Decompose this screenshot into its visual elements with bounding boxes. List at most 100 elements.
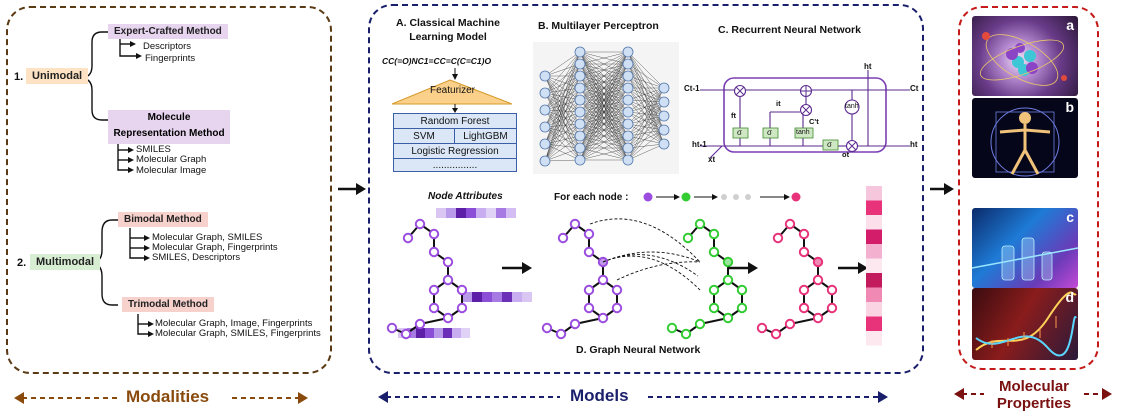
mlp-edge <box>544 87 581 145</box>
legend-arrowhead <box>784 194 790 200</box>
node-attributes-label: Node Attributes <box>428 191 503 202</box>
molecule-atom <box>722 312 734 324</box>
mlp-edge <box>544 75 581 94</box>
molecule-atom <box>583 228 595 240</box>
mlp-edge <box>627 87 665 117</box>
property-letter-b: b <box>1065 99 1074 115</box>
mlp-edge <box>544 63 581 77</box>
legend-node <box>643 192 653 202</box>
mlp-node <box>574 142 586 154</box>
mlp-edge <box>544 87 581 111</box>
mlp-node <box>574 130 586 142</box>
mlp-node <box>622 70 634 82</box>
mlp-edge <box>627 75 665 145</box>
molecule-atom <box>736 284 748 296</box>
molecule-atom <box>400 328 412 340</box>
dna-graphic <box>975 291 1077 357</box>
legend-node <box>681 192 691 202</box>
molrep-label-line2: Representation Method <box>113 128 225 139</box>
mlp-node <box>539 87 551 99</box>
mlp-edge <box>627 99 665 145</box>
attribute-cell <box>425 328 434 338</box>
molecule-atom <box>597 274 609 286</box>
molecule-atom <box>708 284 720 296</box>
mlp-node <box>574 118 586 130</box>
legend-arrowhead <box>712 194 718 200</box>
molecule-atom <box>812 312 824 324</box>
mlp-edge <box>579 51 629 77</box>
mlp-edge <box>627 101 665 149</box>
body-graphic <box>990 107 1060 177</box>
ml-more: ................ <box>393 158 517 172</box>
mlp-title: B. Multilayer Perceptron <box>538 20 659 32</box>
mlp-edge <box>627 99 665 103</box>
molecule-atom <box>798 302 810 314</box>
molrep-item-graph: Molecular Graph <box>136 154 207 165</box>
attribute-cell <box>512 292 522 302</box>
property-letter-d: d <box>1065 289 1074 305</box>
molecule-atom <box>442 256 454 268</box>
modalities-panel <box>6 6 332 374</box>
attribute-cell <box>407 328 416 338</box>
mlp-node <box>574 46 586 58</box>
mlp-edge <box>544 63 581 162</box>
molecule-atom <box>722 274 734 286</box>
mlp-node <box>622 58 634 70</box>
mlp-edge <box>627 63 665 117</box>
mlp-edge <box>627 115 665 137</box>
molecule-atom <box>555 328 567 340</box>
property-image-body: b <box>972 98 1078 178</box>
classical-ml-title: A. Classical Machine Learning Model <box>378 16 518 44</box>
molecule-atom <box>541 322 553 334</box>
mlp-edge <box>544 111 581 128</box>
mlp-edge <box>627 87 665 125</box>
mlp-edge <box>579 51 629 161</box>
mlp-edge <box>544 75 581 101</box>
mlp-edge <box>627 75 665 89</box>
message-edge <box>616 261 701 281</box>
molecule-atom <box>826 284 838 296</box>
legend-node <box>745 194 751 200</box>
molecule-atom <box>784 218 796 230</box>
rnn-f-t: ft <box>731 111 736 120</box>
molecule-atom <box>414 218 426 230</box>
molecule-atom <box>666 322 678 334</box>
attribute-cell <box>502 292 512 302</box>
rnn-sigma-1: σ <box>737 128 742 137</box>
output-vector-cell <box>866 215 882 230</box>
bimodal-item-1: Molecular Graph, SMILES <box>152 232 263 243</box>
trimodal-item-2: Molecular Graph, SMILES, Fingerprints <box>155 328 321 339</box>
lab-graphic <box>972 237 1078 281</box>
mlp-node <box>574 154 586 166</box>
mlp-edge <box>579 87 629 161</box>
multimodal-label: Multimodal <box>30 254 101 270</box>
mlp-edge <box>627 75 665 117</box>
mlp-edge <box>544 92 581 125</box>
message-edge <box>589 218 701 263</box>
property-image-lab: c <box>972 208 1078 288</box>
mlp-edge <box>627 87 665 131</box>
molecule-atom <box>798 246 810 258</box>
mlp-edge <box>627 143 665 149</box>
molecule-atom <box>611 284 623 296</box>
output-vector-cell <box>866 331 882 346</box>
mlp-node <box>574 94 586 106</box>
mlp-edge <box>579 51 629 113</box>
mlp-node <box>539 155 551 167</box>
rnn-c-tilde: C't <box>809 117 819 126</box>
mlp-edge <box>544 51 581 94</box>
mlp-node <box>622 94 634 106</box>
mlp-edge <box>627 51 665 145</box>
mlp-edge <box>627 63 665 131</box>
mlp-edge <box>544 123 581 128</box>
mlp-node <box>574 70 586 82</box>
output-vector-cell <box>866 200 882 215</box>
legend-node <box>733 194 739 200</box>
molecule-atom <box>569 218 581 230</box>
mlp-edge <box>579 75 629 161</box>
trimodal-method-label: Trimodal Method <box>122 297 214 312</box>
